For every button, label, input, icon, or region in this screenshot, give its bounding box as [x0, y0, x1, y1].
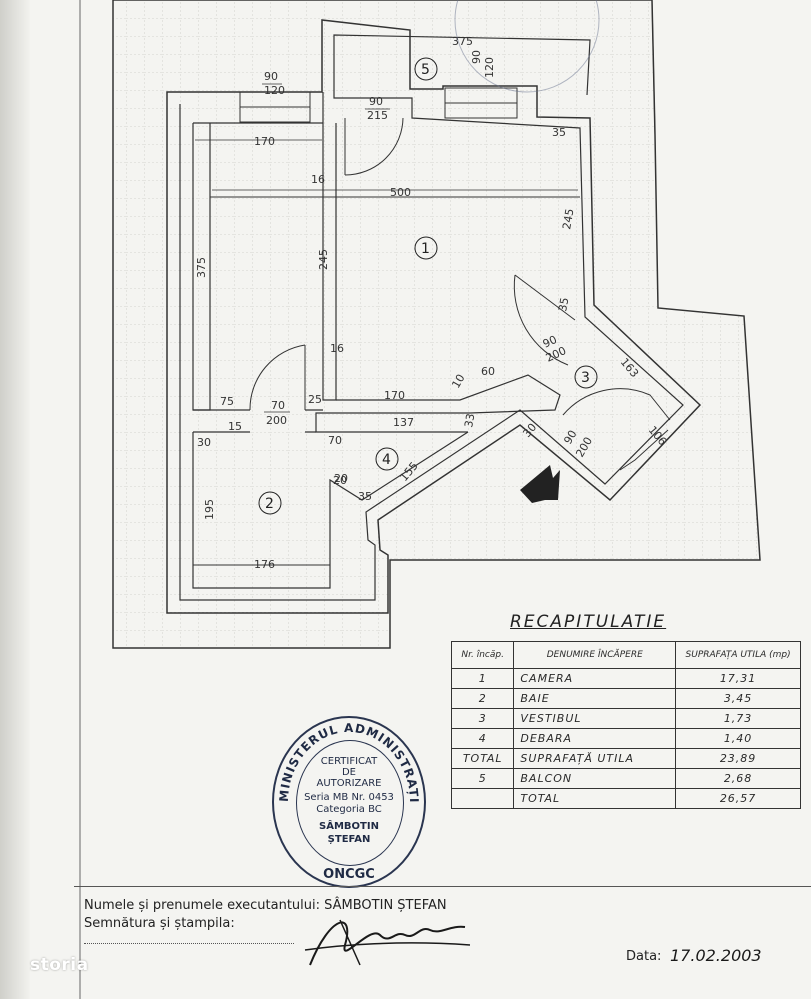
dim-label: 176: [254, 558, 275, 571]
dim-label: 35: [358, 490, 372, 503]
table-header-row: Nr. încăp. DENUMIRE ÎNCĂPERE SUPRAFAȚA U…: [450, 641, 801, 669]
authorization-seal: MINISTERUL ADMINISTRAȚIEI PUBLICE ONCGC …: [272, 716, 426, 888]
svg-text:1: 1: [421, 241, 430, 257]
dim-label: 200: [266, 414, 287, 427]
faint-stamp: [454, 0, 600, 93]
page-edge-shadow: [0, 0, 30, 999]
apartment-outer-wall: [166, 19, 702, 614]
dim-label: 170: [254, 135, 275, 148]
signature-line: [84, 943, 294, 944]
seal-inner-ring: [296, 740, 404, 866]
dim-label: 215: [367, 109, 388, 122]
col-header-denumire: DENUMIRE ÎNCĂPERE: [513, 641, 677, 669]
seal-line: Seria MB Nr. 0453: [304, 792, 394, 803]
dim-label: 33: [462, 412, 477, 428]
col-header-suprafata: SUPRAFAȚA UTILA (mp): [675, 641, 801, 669]
partition-center: [322, 92, 337, 401]
table-row: 5 BALCON 2,68: [450, 768, 801, 789]
svg-text:5: 5: [421, 62, 430, 78]
signature-label: Semnătura și ștampila:: [84, 916, 235, 931]
dim-label: 90: [541, 333, 559, 351]
dim-label: 20: [333, 474, 347, 487]
dim-label: 15: [228, 420, 242, 433]
dim-label: 90: [561, 428, 579, 447]
dim-label: 60: [481, 365, 495, 378]
table-row: TOTAL 26,57: [450, 788, 801, 809]
handwritten-signature: [304, 919, 471, 966]
dim-label: 245: [317, 249, 330, 270]
door-balcony: [344, 117, 404, 176]
door-bath: [249, 344, 306, 411]
table-row: 2 BAIE 3,45: [450, 688, 801, 709]
seal-line: DE: [341, 767, 357, 778]
room-number-5: 5: [414, 57, 438, 81]
dim-label: 35: [556, 296, 571, 312]
dim-label: 10: [449, 372, 467, 391]
dim-label: 120: [483, 57, 496, 78]
dim-label: 170: [384, 389, 405, 402]
door-room1: [513, 274, 576, 366]
room-number-3: 3: [574, 365, 598, 389]
recap-title: RECAPITULATIE: [510, 612, 667, 632]
dim-label: 30: [197, 436, 211, 449]
svg-text:2: 2: [265, 496, 274, 512]
svg-text:3: 3: [581, 370, 590, 386]
seal-line: CERTIFICAT: [320, 756, 378, 767]
dim-label: 120: [264, 84, 285, 97]
dim-label: 90: [264, 70, 278, 83]
dim-label: 35: [552, 126, 566, 139]
table-row: TOTAL SUPRAFAȚĂ UTILA 23,89: [450, 748, 801, 769]
recap-table: Nr. încăp. DENUMIRE ÎNCĂPERE SUPRAFAȚA U…: [450, 641, 801, 809]
footer-divider: [74, 886, 811, 887]
dim-label: 375: [195, 257, 208, 278]
seal-line: Categoria BC: [316, 804, 382, 815]
door-entrance: [562, 388, 671, 421]
seal-line: ȘTEFAN: [327, 834, 371, 845]
dim-label: 70: [328, 434, 342, 447]
seal-line: SÂMBOTIN: [319, 821, 379, 832]
room-number-2: 2: [258, 491, 282, 515]
partition-bath: [192, 431, 469, 589]
executant-name: Numele și prenumele executantului: SÂMBO…: [84, 898, 447, 913]
dim-label: 245: [560, 208, 576, 231]
dim-label: 90: [369, 95, 383, 108]
date-label: Data:: [626, 949, 662, 964]
dim-label: 25: [308, 393, 322, 406]
dim-label: 16: [330, 342, 344, 355]
dim-label: 500: [390, 186, 411, 199]
seal-bottom-text: ONCGC: [323, 867, 375, 882]
dim-label: 90: [470, 50, 483, 64]
apartment-inner-wall: [179, 34, 684, 601]
room-number-1: 1: [414, 236, 438, 260]
partition-middle: [193, 374, 561, 433]
building-outline: [112, 0, 761, 649]
svg-text:4: 4: [382, 452, 391, 468]
dim-label: 195: [203, 499, 216, 520]
room-number-4: 4: [375, 447, 399, 471]
table-row: 3 VESTIBUL 1,73: [450, 708, 801, 729]
entrance-arrow-icon: [520, 465, 560, 503]
seal-line: AUTORIZARE: [316, 778, 382, 789]
dim-label: 20: [334, 472, 348, 485]
col-header-nr: Nr. încăp.: [450, 641, 515, 669]
table-row: 4 DEBARA 1,40: [450, 728, 801, 749]
dim-label: 70: [271, 399, 285, 412]
dim-label: 75: [220, 395, 234, 408]
date-value: 17.02.2003: [670, 946, 762, 965]
table-row: 1 CAMERA 17,31: [450, 668, 801, 689]
watermark-logo: storia: [30, 955, 89, 975]
dim-label: 375: [452, 35, 473, 48]
dim-label: 137: [393, 416, 414, 429]
dim-label: 16: [311, 173, 325, 186]
